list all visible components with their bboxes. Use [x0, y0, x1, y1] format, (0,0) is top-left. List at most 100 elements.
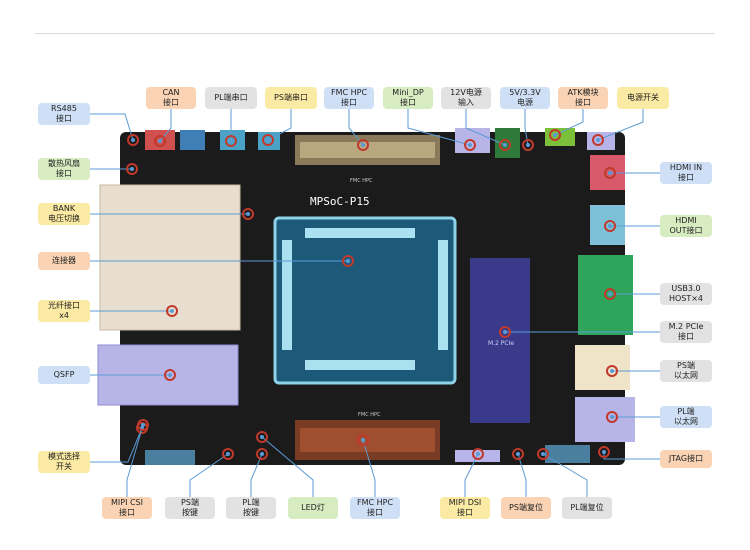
marker-psrst	[512, 448, 524, 460]
marker-connector	[342, 255, 354, 267]
marker-dot-hdmiin	[608, 171, 612, 175]
pl-eth-jack	[575, 397, 635, 442]
marker-dot-pl-uart	[229, 139, 233, 143]
label-qsfp: QSFP	[38, 366, 90, 384]
label-ps-key: PS端 按键	[165, 497, 215, 519]
marker-dot-fiber	[170, 309, 174, 313]
marker-dot-plrst	[541, 452, 545, 456]
marker-dot-mini-dp	[468, 143, 472, 147]
marker-pskey	[222, 448, 234, 460]
leader-rs485	[90, 113, 134, 141]
label-pwr-5v: 5V/3.3V 电源	[500, 87, 550, 109]
label-fiber: 光纤接口 x4	[38, 300, 90, 322]
label-jtag: JTAG接口	[660, 450, 712, 468]
m2-marking: M.2 PCIe	[488, 340, 514, 347]
leader-csi	[126, 424, 144, 497]
label-ps-reset: PS端复位	[501, 497, 551, 519]
marker-dot-pleth	[610, 415, 614, 419]
label-atk: ATK模块 接口	[558, 87, 608, 109]
marker-pwr5	[522, 139, 534, 151]
core-module	[273, 216, 457, 385]
top-divider	[35, 33, 715, 34]
marker-pwr12	[499, 139, 511, 151]
marker-dot-rs485	[131, 138, 135, 142]
label-mini-dp: Mini_DP 接口	[383, 87, 433, 109]
label-led: LED灯	[288, 497, 338, 519]
marker-dsi	[472, 448, 484, 460]
marker-ps-uart	[262, 134, 274, 146]
marker-dot-connector	[346, 259, 350, 263]
label-power-switch: 电源开关	[617, 87, 669, 109]
leader-dsi	[464, 453, 479, 497]
label-hdmi-in: HDMI IN 接口	[660, 162, 712, 184]
marker-fan	[126, 163, 138, 175]
leader-pwrsw	[597, 109, 644, 141]
marker-m2	[499, 326, 511, 338]
label-pl-eth: PL端 以太网	[660, 406, 712, 428]
marker-dot-qsfp	[168, 373, 172, 377]
marker-qsfp	[164, 369, 176, 381]
marker-fiber	[166, 305, 178, 317]
leader-psrst	[517, 453, 527, 497]
marker-dot-ps-uart	[266, 138, 270, 142]
marker-dot-fmc-top	[361, 143, 365, 147]
marker-pseth	[606, 365, 618, 377]
marker-hdmiin	[604, 167, 616, 179]
marker-fmc-top	[357, 139, 369, 151]
label-mipi-dsi: MIPI DSI 接口	[440, 497, 490, 519]
marker-dot-led	[260, 435, 264, 439]
label-ps-uart: PS端串口	[265, 87, 317, 109]
label-pl-reset: PL端复位	[562, 497, 612, 519]
leader-fmc-top	[348, 109, 364, 146]
marker-dot-pwr5	[526, 143, 530, 147]
marker-dot-jtag	[602, 450, 606, 454]
label-fmc-hpc-top: FMC HPC 接口	[324, 87, 374, 109]
marker-atk	[549, 129, 561, 141]
label-mipi-csi: MIPI CSI 接口	[102, 497, 152, 519]
marker-jtag	[598, 446, 610, 458]
marker-dot-pskey	[226, 452, 230, 456]
marker-rs485	[127, 134, 139, 146]
label-pl-uart: PL端串口	[205, 87, 257, 109]
marker-led	[256, 431, 268, 443]
marker-dot-dsi	[476, 452, 480, 456]
marker-can	[154, 135, 166, 147]
marker-dot-atk	[553, 133, 557, 137]
label-fmc-hpc-bottom: FMC HPC 接口	[350, 497, 400, 519]
label-rs485: RS485 接口	[38, 103, 90, 125]
label-ps-eth: PS端 以太网	[660, 360, 712, 382]
marker-dot-plkey	[260, 452, 264, 456]
marker-dot-fan	[130, 167, 134, 171]
leader-plkey	[250, 453, 263, 497]
label-pwr-12v: 12V电源 输入	[441, 87, 491, 109]
label-bank: BANK 电压切换	[38, 203, 90, 225]
leader-plrst	[542, 453, 588, 497]
marker-pwrsw	[592, 134, 604, 146]
leader-jtag	[603, 452, 660, 460]
leader-mini-dp	[407, 109, 471, 146]
label-connector: 连接器	[38, 252, 90, 270]
marker-fmcbot	[357, 434, 369, 446]
fmc-top-marking: FMC HPC	[350, 178, 373, 184]
marker-dot-pwr12	[503, 143, 507, 147]
marker-dot-bank	[246, 212, 250, 216]
marker-dot-m2	[503, 330, 507, 334]
marker-dot-pseth	[610, 369, 614, 373]
leader-fmcbot	[362, 439, 376, 497]
marker-usb3	[604, 288, 616, 300]
marker-hdmiout	[604, 220, 616, 232]
marker-dot-pwrsw	[596, 138, 600, 142]
label-usb3: USB3.0 HOST×4	[660, 283, 712, 305]
marker-dot-can	[158, 139, 162, 143]
fmc-bottom-marking: FMC HPC	[358, 412, 381, 418]
marker-pl-uart	[225, 135, 237, 147]
leader-ps-uart	[267, 109, 292, 141]
marker-dot-hdmiout	[608, 224, 612, 228]
label-pl-key: PL端 按键	[226, 497, 276, 519]
ps-eth-jack	[575, 345, 630, 390]
label-can: CAN 接口	[146, 87, 196, 109]
marker-plrst	[537, 448, 549, 460]
leader-led	[261, 436, 314, 497]
